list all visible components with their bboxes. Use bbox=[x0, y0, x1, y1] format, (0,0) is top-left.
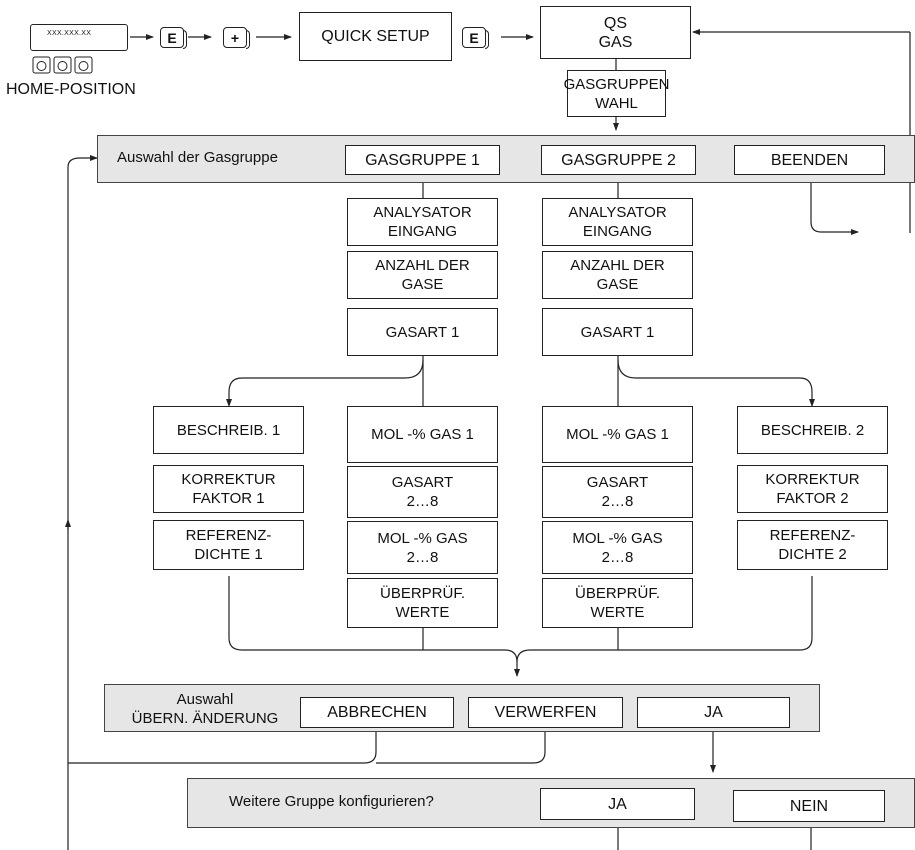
qs-gas-box: QS GAS bbox=[540, 6, 691, 59]
option-ja-further[interactable]: JA bbox=[540, 788, 695, 820]
g2-anzahl-der-gase: ANZAHL DER GASE bbox=[542, 251, 693, 299]
g2-ueberpruef-werte: ÜBERPRÜF. WERTE bbox=[542, 578, 693, 628]
option-verwerfen[interactable]: VERWERFEN bbox=[468, 697, 623, 728]
further-select-label: Weitere Gruppe konfigurieren? bbox=[229, 793, 434, 810]
g1-anzahl-der-gase: ANZAHL DER GASE bbox=[347, 251, 498, 299]
g2-korrektur-faktor: KORREKTUR FAKTOR 2 bbox=[737, 465, 888, 513]
g1-beschreib: BESCHREIB. 1 bbox=[153, 406, 304, 454]
display-text: XXX.XXX.XX bbox=[47, 30, 92, 37]
plus-key-icon: + bbox=[223, 27, 250, 49]
g1-korrektur-faktor: KORREKTUR FAKTOR 1 bbox=[153, 465, 304, 513]
g2-beschreib: BESCHREIB. 2 bbox=[737, 406, 888, 454]
g1-ueberpruef-werte: ÜBERPRÜF. WERTE bbox=[347, 578, 498, 628]
g1-gasart-2-8: GASART 2…8 bbox=[347, 466, 498, 518]
option-gasgruppe-2[interactable]: GASGRUPPE 2 bbox=[541, 145, 696, 175]
g1-mol-gas-1: MOL -% GAS 1 bbox=[347, 406, 498, 463]
e-key-icon-2: E bbox=[462, 27, 489, 49]
g2-gasart-1: GASART 1 bbox=[542, 308, 693, 356]
device-keypad bbox=[32, 56, 112, 74]
option-beenden[interactable]: BEENDEN bbox=[734, 145, 885, 175]
g2-mol-gas-2-8: MOL -% GAS 2…8 bbox=[542, 521, 693, 574]
device-display: XXX.XXX.XX bbox=[30, 24, 128, 51]
quick-setup-box: QUICK SETUP bbox=[299, 12, 452, 61]
option-abbrechen[interactable]: ABBRECHEN bbox=[300, 697, 454, 728]
option-gasgruppe-1[interactable]: GASGRUPPE 1 bbox=[345, 145, 500, 175]
g1-referenz-dichte: REFERENZ- DICHTE 1 bbox=[153, 520, 304, 570]
g2-referenz-dichte: REFERENZ- DICHTE 2 bbox=[737, 520, 888, 570]
option-ja-accept[interactable]: JA bbox=[637, 697, 790, 728]
option-nein[interactable]: NEIN bbox=[733, 790, 885, 822]
home-position-label: HOME-POSITION bbox=[6, 81, 136, 98]
g1-gasart-1: GASART 1 bbox=[347, 308, 498, 356]
g1-analysator-eingang: ANALYSATOR EINGANG bbox=[347, 198, 498, 246]
g1-mol-gas-2-8: MOL -% GAS 2…8 bbox=[347, 521, 498, 574]
e-key-icon: E bbox=[160, 27, 187, 49]
accept-select-label: Auswahl ÜBERN. ÄNDERUNG bbox=[131, 691, 279, 727]
keypad-icon bbox=[32, 56, 93, 74]
g2-gasart-2-8: GASART 2…8 bbox=[542, 466, 693, 518]
group-select-label: Auswahl der Gasgruppe bbox=[117, 149, 278, 166]
g2-mol-gas-1: MOL -% GAS 1 bbox=[542, 406, 693, 463]
gasgruppen-wahl-box: GASGRUPPEN WAHL bbox=[564, 70, 669, 117]
g2-analysator-eingang: ANALYSATOR EINGANG bbox=[542, 198, 693, 246]
